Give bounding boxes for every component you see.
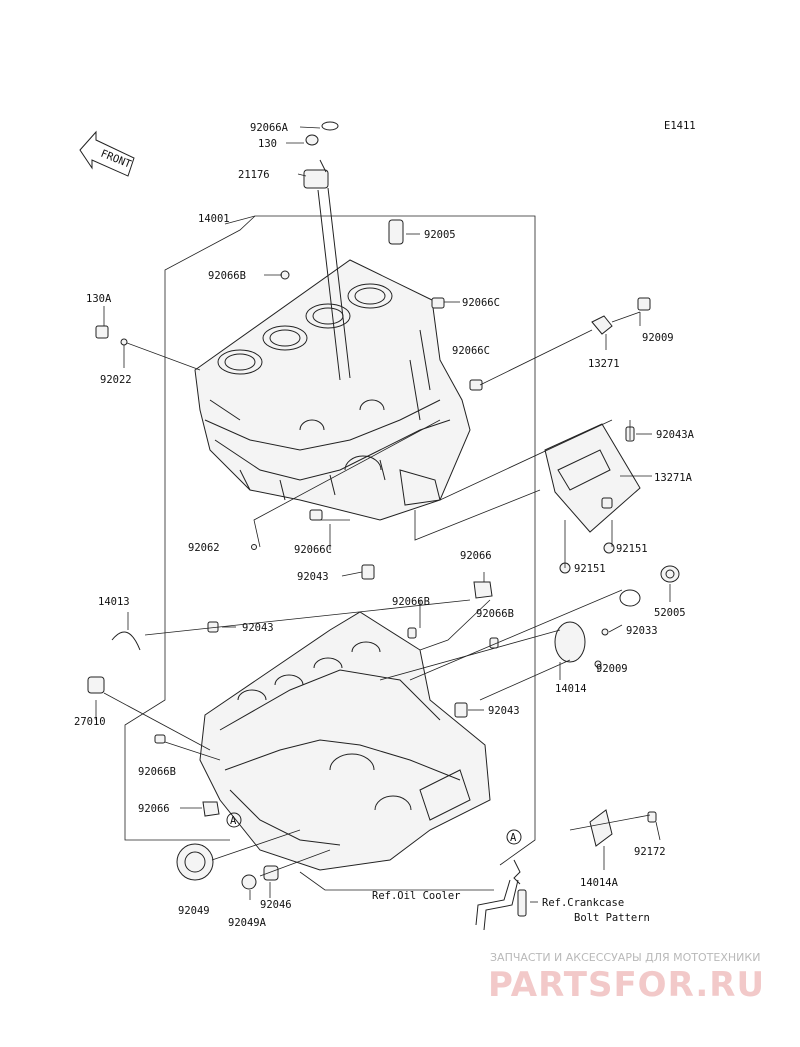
label-92066C-b: 92066C [452, 345, 490, 357]
label-92046: 92046 [260, 899, 292, 911]
ref-crankcase: Ref.Crankcase [542, 897, 624, 909]
label-92043-a: 92043 [297, 571, 329, 583]
label-92066C-c: 92066C [294, 544, 332, 556]
label-92066A: 92066A [250, 122, 289, 134]
leader-lines [95, 126, 671, 903]
label-92066B-top: 92066B [208, 270, 246, 282]
label-92043-b: 92043 [242, 622, 274, 634]
label-21176: 21176 [238, 169, 270, 181]
label-130: 130 [258, 138, 277, 150]
callout-marker-ref: A [506, 829, 522, 845]
watermark-brand: PARTSFOR.RU [488, 965, 765, 1005]
label-92066C-a: 92066C [462, 297, 500, 309]
upper-small-parts [95, 219, 651, 574]
seals-and-rings [111, 565, 680, 890]
svg-text:A: A [510, 832, 517, 844]
label-92049A: 92049A [228, 917, 267, 929]
breather-tube-21176 [303, 121, 351, 381]
svg-text:A: A [230, 815, 237, 827]
label-92066B-c: 92066B [476, 608, 514, 620]
label-14014: 14014 [555, 683, 587, 695]
label-92009-mid: 92009 [596, 663, 628, 675]
ref-oil-cooler: Ref.Oil Cooler [372, 890, 461, 902]
ref-bolt-pattern: Bolt Pattern [574, 912, 650, 924]
label-92043A: 92043A [656, 429, 695, 441]
label-130A: 130A [86, 293, 112, 305]
label-92066-top: 92066 [460, 550, 492, 562]
oil-cooler-reference [475, 859, 527, 931]
dowel-92005 [388, 219, 404, 245]
part-labels: 92066A 130 21176 14001 92005 92066B 9206… [74, 122, 695, 929]
label-92066B-b: 92066B [392, 596, 430, 608]
label-14001: 14001 [198, 213, 230, 225]
label-52005: 52005 [654, 607, 686, 619]
label-92172: 92172 [634, 846, 666, 858]
label-13271: 13271 [588, 358, 620, 370]
label-92009-top: 92009 [642, 332, 674, 344]
label-92043-c: 92043 [488, 705, 520, 717]
label-14014A: 14014A [580, 877, 619, 889]
front-arrow-icon: FRONT [79, 130, 135, 177]
label-27010: 27010 [74, 716, 106, 728]
upper-crankcase-14001 [194, 259, 471, 521]
label-92066-bottom: 92066 [138, 803, 170, 815]
label-92066B-d: 92066B [138, 766, 176, 778]
label-13271A: 13271A [654, 472, 693, 484]
label-92049: 92049 [178, 905, 210, 917]
label-92062: 92062 [188, 542, 220, 554]
label-92033: 92033 [626, 625, 658, 637]
callout-marker-lower: A [226, 812, 242, 828]
oil-pressure-switch-27010 [87, 676, 105, 694]
front-badge-text: FRONT [99, 148, 133, 171]
label-92151-b: 92151 [574, 563, 606, 575]
label-92005: 92005 [424, 229, 456, 241]
label-92151-a: 92151 [616, 543, 648, 555]
watermark-tagline: ЗАПЧАСТИ И АКСЕССУАРЫ ДЛЯ МОТОТЕХНИКИ [490, 951, 760, 964]
label-92022: 92022 [100, 374, 132, 386]
label-14013: 14013 [98, 596, 130, 608]
diagram-code: E1411 [664, 120, 696, 132]
